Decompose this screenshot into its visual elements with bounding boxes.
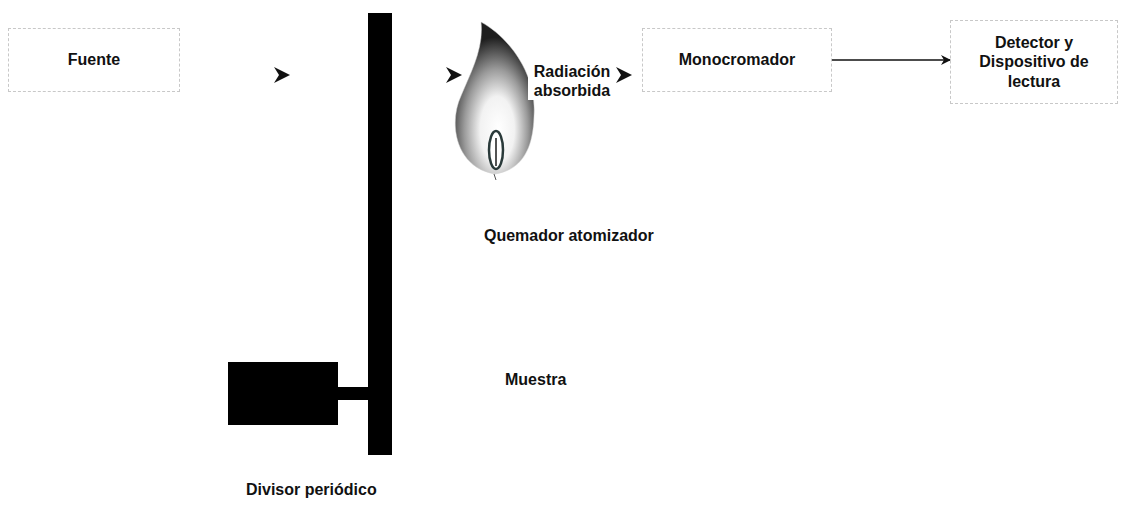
box-content: Monocromador xyxy=(679,50,795,69)
beam-arrow xyxy=(446,67,462,83)
flame-core xyxy=(489,131,503,169)
chopper-motor xyxy=(228,362,338,425)
box-label: Fuente xyxy=(68,50,120,69)
burner-tip xyxy=(494,174,496,180)
beam-arrow xyxy=(274,67,290,83)
part-label: Quemador atomizador xyxy=(482,226,656,245)
process-box: Detector y Dispositivo de lectura xyxy=(950,20,1118,104)
box-label: Monocromador xyxy=(679,50,795,69)
chopper-blade xyxy=(368,13,392,455)
flame xyxy=(455,22,534,174)
box-content: Fuente xyxy=(68,50,120,69)
process-box: Fuente xyxy=(8,28,180,92)
flame-core-line xyxy=(495,138,497,166)
flow-arrow xyxy=(832,59,950,61)
part-label: Muestra xyxy=(503,370,568,389)
part-label: Radiación absorbida xyxy=(528,62,616,100)
box-label: Detector y Dispositivo de lectura xyxy=(970,33,1098,91)
chopper-shaft xyxy=(336,387,370,400)
beam-arrow xyxy=(616,67,632,83)
process-box: Monocromador xyxy=(642,28,832,92)
box-content: Detector y Dispositivo de lectura xyxy=(970,33,1098,91)
part-label: Divisor periódico xyxy=(244,480,379,499)
